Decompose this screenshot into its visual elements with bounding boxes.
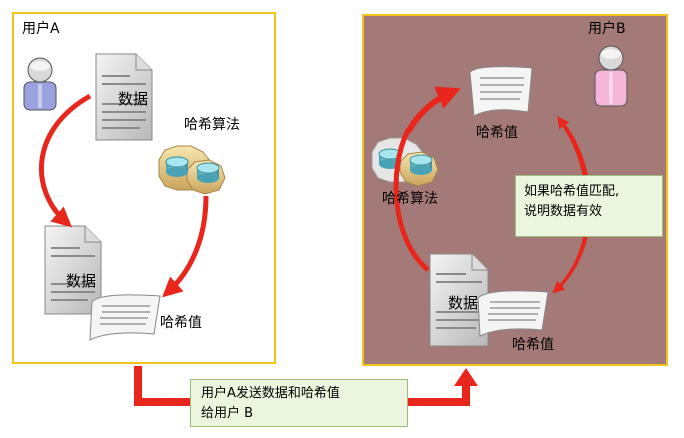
- data-label: 数据: [66, 272, 97, 290]
- hash-algorithm-label: 哈希算法: [382, 191, 438, 207]
- callout-line: 如果哈希值匹配,: [524, 184, 620, 199]
- transfer-line: 用户A发送数据和哈希值: [201, 386, 340, 401]
- data-document-icon: [429, 253, 489, 347]
- data-document-icon: [44, 225, 102, 315]
- flow-arrow: [405, 86, 461, 134]
- hash-value-label: 哈希值: [512, 337, 554, 353]
- hash-scroll-icon: [477, 290, 549, 337]
- gear-icon: [371, 137, 439, 187]
- transfer-arrow-head: [454, 368, 478, 386]
- flow-arrow: [162, 195, 209, 298]
- hash-algorithm-label: 哈希算法: [184, 117, 240, 133]
- user-a-title: 用户A: [22, 21, 60, 37]
- hash-scroll-icon: [469, 66, 533, 117]
- user-a-avatar: [23, 57, 57, 111]
- gear-icon: [158, 145, 226, 195]
- transfer-callout: 用户A发送数据和哈希值 给用户 B: [190, 379, 408, 427]
- validation-callout: 如果哈希值匹配, 说明数据有效: [515, 175, 663, 237]
- data-document-icon: [95, 53, 153, 141]
- flow-arrow: [393, 128, 430, 272]
- data-label: 数据: [118, 90, 149, 108]
- data-label: 数据: [448, 294, 479, 312]
- hash-value-label: 哈希值: [476, 125, 518, 141]
- transfer-arrow: [134, 366, 470, 406]
- transfer-line: 给用户 B: [201, 406, 254, 421]
- user-b-title: 用户B: [588, 21, 626, 37]
- callout-line: 说明数据有效: [524, 204, 603, 219]
- hash-scroll-icon: [89, 294, 161, 341]
- user-b-avatar: [594, 45, 628, 107]
- flow-arrow: [38, 93, 92, 228]
- hash-value-label: 哈希值: [160, 315, 202, 331]
